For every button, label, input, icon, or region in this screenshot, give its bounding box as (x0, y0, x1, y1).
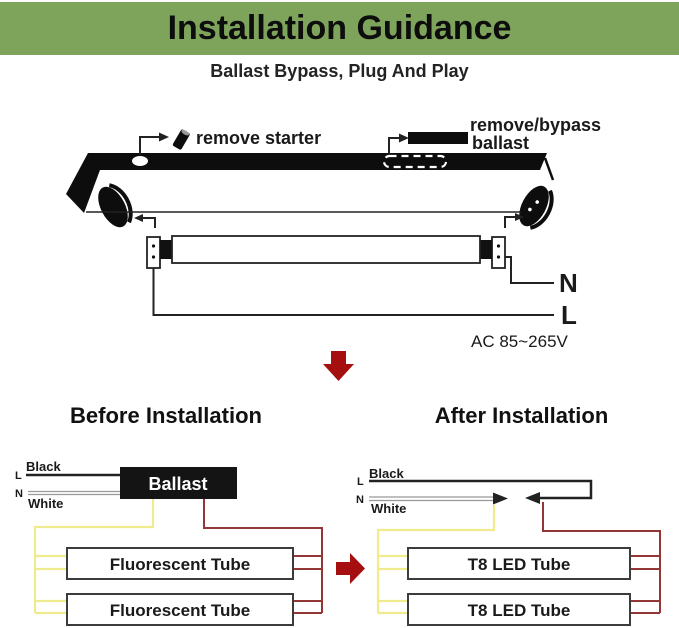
after-white-wire-label: White (371, 501, 406, 516)
down-arrow-head (323, 364, 354, 381)
ballast-arrow-line (388, 137, 399, 155)
before-red-wires (203, 499, 323, 614)
led-tube-1 (407, 547, 631, 580)
led-tube-1-label: T8 LED Tube (468, 555, 571, 574)
fluorescent-tube-2 (66, 593, 294, 626)
socket-pin-dot (151, 255, 156, 259)
voltage-label: AC 85~265V (471, 332, 569, 351)
live-wire (152, 268, 554, 316)
left-hook-arrow-line (143, 217, 156, 228)
right-arrow-head (350, 553, 365, 584)
socket-pin-dot (496, 255, 501, 259)
left-hook-arrowhead-icon (134, 214, 143, 222)
ballast-box (120, 467, 237, 499)
before-installation-heading: Before Installation (70, 403, 262, 428)
before-yellow-wires (33, 499, 155, 615)
live-label: L (561, 300, 577, 330)
after-neutral-label: N (356, 494, 364, 506)
right-socket (491, 236, 506, 269)
fluorescent-tube-2-label: Fluorescent Tube (110, 601, 250, 620)
remove-ballast-callout: remove/bypass ballast (382, 115, 601, 169)
neutral-label: N (559, 268, 578, 298)
led-tube-2 (407, 593, 631, 626)
down-arrow-shaft (331, 351, 346, 365)
before-diagram: Black L N White Ballast Fluorescent Tube… (15, 459, 323, 626)
after-diagram: Black L N White T8 LED Tube T8 LED Tube (356, 466, 661, 626)
right-arrow-shaft (336, 562, 350, 575)
fluorescent-tube-1 (66, 547, 294, 580)
before-live-label: L (15, 470, 22, 482)
starter-hole (132, 156, 148, 166)
remove-bypass-label-line1: remove/bypass (470, 115, 601, 135)
fluorescent-tube-1-label: Fluorescent Tube (110, 555, 250, 574)
starter-arrowhead-icon (159, 132, 169, 142)
after-installation-heading: After Installation (434, 403, 609, 428)
right-hook-arrowhead-icon (515, 213, 524, 221)
ballast-block-icon (408, 132, 468, 144)
fixture-diagram: remove starter remove/bypass ballast (66, 115, 601, 381)
page-subtitle: Ballast Bypass, Plug And Play (210, 61, 469, 81)
after-white-arrowhead-icon (493, 492, 508, 505)
after-red-wires (542, 502, 661, 614)
starter-arrow-line (139, 136, 159, 155)
before-neutral-label: N (15, 488, 23, 500)
socket-pin-dot (151, 244, 156, 248)
starter-icon (172, 129, 190, 150)
socket-pin-dot (496, 244, 501, 248)
after-black-wire (369, 479, 593, 500)
wiring-diagrams: Black L N White Ballast Fluorescent Tube… (15, 459, 661, 626)
page-title: Installation Guidance (167, 9, 512, 47)
remove-bypass-label-line2: ballast (472, 133, 529, 153)
after-yellow-wires (376, 505, 496, 615)
tube-body (171, 235, 481, 264)
fixture-right-edge (543, 157, 555, 181)
after-black-arrowhead-icon (525, 492, 540, 504)
fixture-left-end (66, 153, 100, 213)
left-lampholder-icon (98, 183, 133, 228)
remove-starter-label: remove starter (196, 128, 321, 148)
tube-right-cap (479, 240, 492, 259)
tube-left-cap (160, 240, 173, 259)
ballast-box-label: Ballast (148, 474, 207, 494)
header-banner: Installation Guidance (0, 2, 679, 55)
ballast-location-dashed (382, 154, 448, 169)
right-arrow-icon (336, 553, 365, 584)
after-black-wire-label: Black (369, 466, 404, 481)
before-black-wire-label: Black (26, 459, 61, 474)
before-white-wire-label: White (28, 496, 63, 511)
down-arrow-icon (323, 351, 354, 381)
fixture-housing (66, 153, 555, 230)
led-tube-2-label: T8 LED Tube (468, 601, 571, 620)
tube-assembly (86, 211, 524, 269)
ballast-arrowhead-icon (399, 133, 409, 143)
neutral-wire (505, 256, 554, 284)
after-live-label: L (357, 476, 364, 488)
right-lampholder-icon (519, 185, 554, 230)
remove-starter-callout: remove starter (139, 128, 321, 155)
fixture-bar (88, 153, 547, 170)
power-wiring: N L AC 85~265V (152, 256, 578, 351)
left-socket (146, 236, 161, 269)
right-hook-arrow-line (504, 216, 515, 228)
